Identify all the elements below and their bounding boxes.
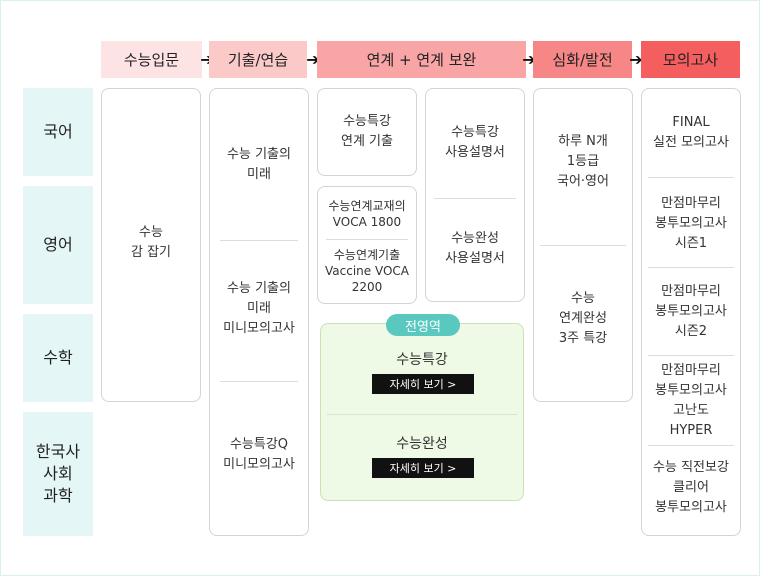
divider <box>648 267 734 268</box>
stage-intro: 수능입문 <box>101 41 202 78</box>
arrow-icon: ➔ <box>629 50 643 69</box>
entry-title: 수능 감 잡기 <box>130 225 171 260</box>
divider <box>327 414 517 415</box>
all-area-title: 수능특강 <box>396 352 448 368</box>
subject-social-science: 한국사 사회 과학 <box>23 412 93 536</box>
mock-item[interactable]: FINAL 실전 모의고사 <box>653 115 729 150</box>
stage-linked: 연계 + 연계 보완 <box>317 41 526 78</box>
advanced-card: 하루 N개 1등급 국어·영어 수능 연계완성 3주 특강 <box>533 88 633 402</box>
vocab-item[interactable]: 수능연계기출 Vaccine VOCA 2200 <box>325 248 409 294</box>
practice-item[interactable]: 수능 기출의 미래 <box>227 147 291 182</box>
vocab-card: 수능연계교재의 VOCA 1800 수능연계기출 Vaccine VOCA 22… <box>317 186 417 304</box>
stage-mock: 모의고사 <box>641 41 740 78</box>
mock-card: FINAL 실전 모의고사 만점마무리 봉투모의고사 시즌1 만점마무리 봉투모… <box>641 88 741 536</box>
arrow-icon: ➔ <box>306 50 320 69</box>
divider <box>220 240 298 241</box>
stage-advanced: 심화/발전 <box>533 41 632 78</box>
subject-english: 영어 <box>23 186 93 304</box>
mock-item[interactable]: 만점마무리 봉투모의고사 시즌2 <box>655 284 727 339</box>
practice-card: 수능 기출의 미래 수능 기출의 미래 미니모의고사 수능특강Q 미니모의고사 <box>209 88 309 536</box>
vocab-item[interactable]: 수능연계교재의 VOCA 1800 <box>328 199 406 229</box>
divider <box>648 177 734 178</box>
divider <box>648 355 734 356</box>
linked-card-top[interactable]: 수능특강 연계 기출 <box>317 88 417 176</box>
arrow-icon: ➔ <box>522 50 536 69</box>
divider <box>326 239 408 240</box>
practice-item[interactable]: 수능 기출의 미래 미니모의고사 <box>223 281 295 336</box>
subject-math: 수학 <box>23 314 93 402</box>
divider <box>648 445 734 446</box>
stage-practice: 기출/연습 <box>209 41 307 78</box>
mock-item[interactable]: 만점마무리 봉투모의고사 고난도 HYPER <box>655 363 727 438</box>
practice-item[interactable]: 수능특강Q 미니모의고사 <box>223 437 295 472</box>
advanced-item[interactable]: 수능 연계완성 3주 특강 <box>558 291 608 346</box>
manual-item[interactable]: 수능완성 사용설명서 <box>445 231 505 266</box>
linked-item: 수능특강 연계 기출 <box>341 114 393 149</box>
all-area-title: 수능완성 <box>396 436 448 452</box>
detail-button[interactable]: 자세히 보기 > <box>372 458 474 478</box>
detail-button[interactable]: 자세히 보기 > <box>372 374 474 394</box>
all-area-badge: 전영역 <box>386 314 460 336</box>
advanced-item[interactable]: 하루 N개 1등급 국어·영어 <box>557 134 609 189</box>
entry-card[interactable]: 수능 감 잡기 <box>101 88 201 402</box>
manual-card: 수능특강 사용설명서 수능완성 사용설명서 <box>425 88 525 302</box>
divider <box>434 198 516 199</box>
mock-item[interactable]: 수능 직전보강 클리어 봉투모의고사 <box>653 460 729 515</box>
divider <box>220 381 298 382</box>
manual-item[interactable]: 수능특강 사용설명서 <box>445 125 505 160</box>
subject-korean: 국어 <box>23 88 93 176</box>
mock-item[interactable]: 만점마무리 봉투모의고사 시즌1 <box>655 196 727 251</box>
divider <box>540 245 626 246</box>
